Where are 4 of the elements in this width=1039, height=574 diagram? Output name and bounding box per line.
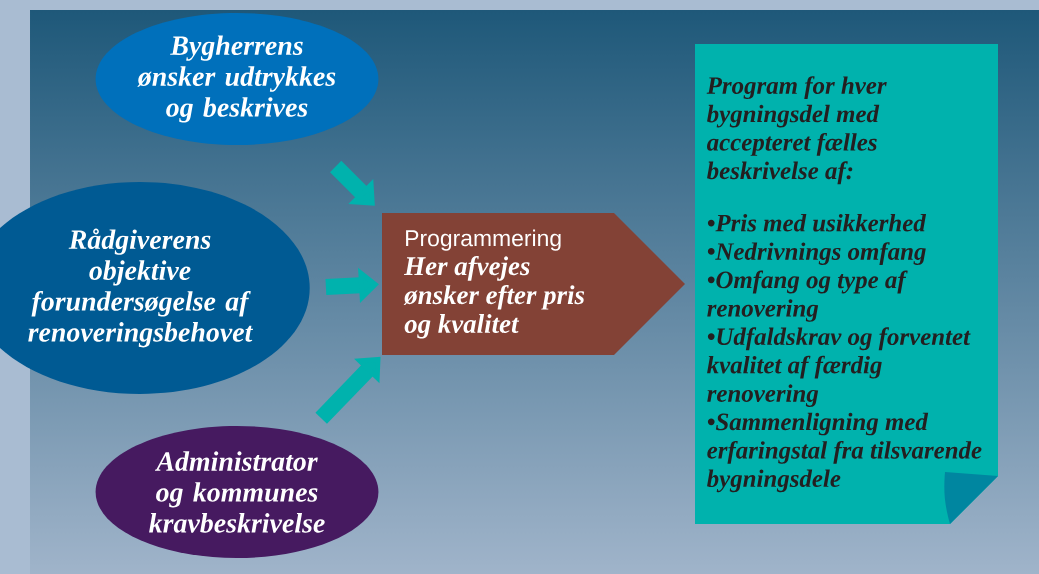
block-arrow [330,160,375,206]
note-card: Program for hver bygningsdel med accepteret fælles beskrivelse af: •Pris med usikkerhed •Nedrivnings omfang •Omfang og type af renovering •Udfaldskrav og forventet kvalitet af færdig renovering •Sammenligning med erfaringstal fra tilsvarende bygningsdele [695,44,998,524]
pentagon-arrow-box: Programmering Her afvejes ønsker efter pris og kvalitet [382,213,685,355]
block-arrow [315,356,381,424]
